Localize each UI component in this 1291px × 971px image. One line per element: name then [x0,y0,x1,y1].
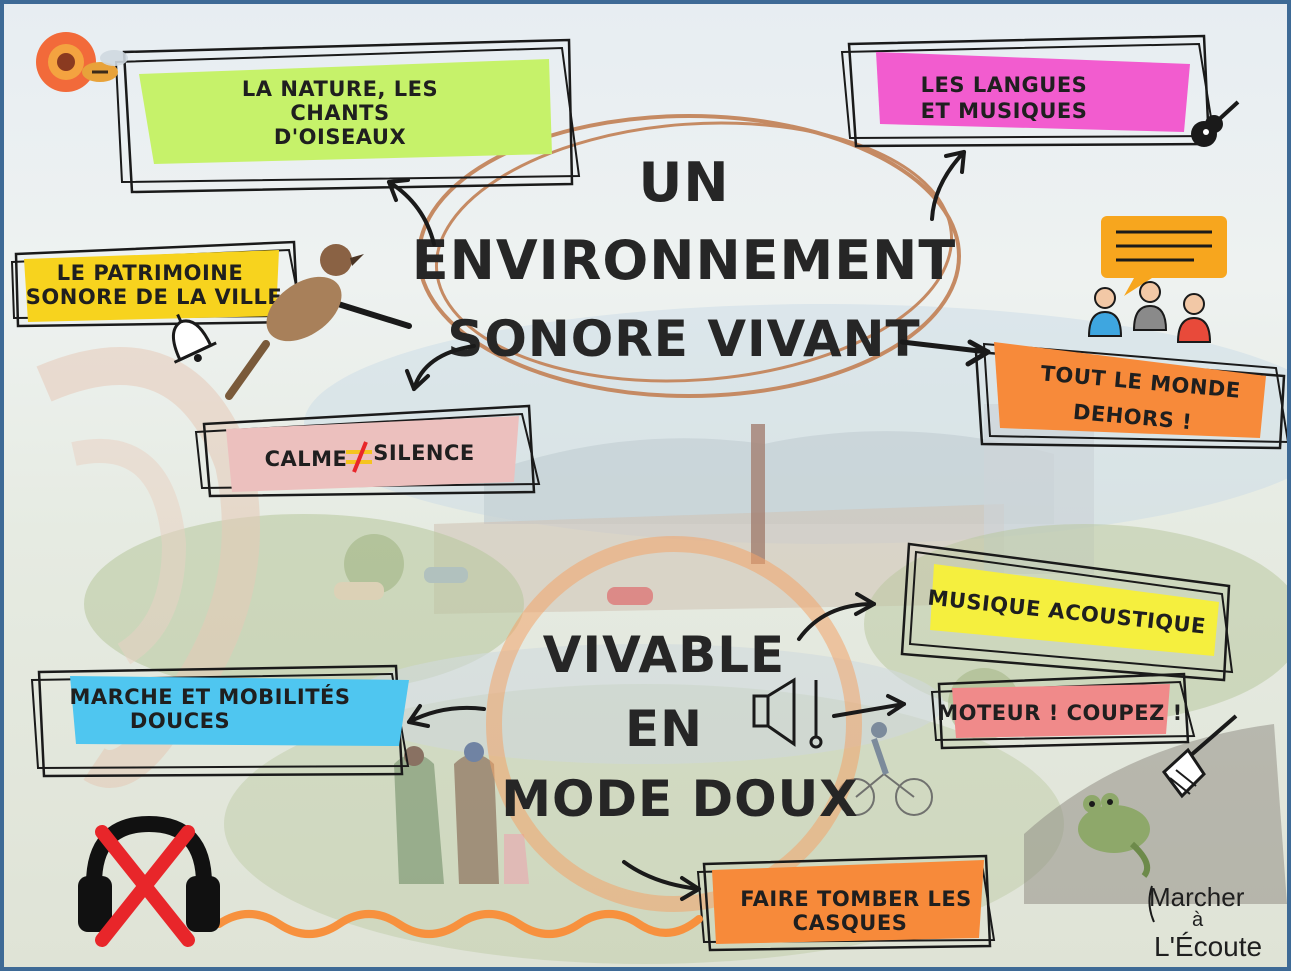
logo-line-1: Marcher [1149,882,1245,912]
headphones-crossed-icon [78,815,220,947]
node-patrimoine-line-2: SONORE DE LA VILLE [26,285,282,309]
node-nature: LA NATURE, LES CHANTS D'OISEAUX [114,38,581,194]
wavy-line [215,910,703,938]
node-langues-line-2: ET MUSIQUES [921,99,1088,123]
center-bottom-line-3: MODE DOUX [501,770,859,828]
frog-icon [1078,793,1150,878]
node-calme-word-right: SILENCE [373,441,475,465]
node-moteur-line-1: MOTEUR ! COUPEZ ! [937,701,1183,725]
node-marche-line-2: DOUCES [130,709,230,733]
node-casques: FAIRE TOMBER LES CASQUES [696,854,996,952]
node-casques-line-1: FAIRE TOMBER LES [740,887,972,911]
speech-bubble-icon [1101,216,1227,296]
logo-line-3: L'Écoute [1154,931,1262,962]
node-nature-line-1: LA NATURE, LES [242,77,438,101]
center-top-group: UN ENVIRONNEMENT SONORE VIVANT [412,114,961,398]
node-nature-line-2: CHANTS [290,101,389,125]
node-marche: MARCHE ET MOBILITÉS DOUCES [30,664,410,778]
arrows [303,150,991,901]
bell-icon [171,313,217,364]
node-nature-fill [139,59,552,164]
center-bottom-line-2: EN [625,700,703,758]
not-equal-sign [346,441,372,473]
node-nature-line-3: D'OISEAUX [274,125,406,149]
sparrow-icon [225,244,364,400]
node-casques-line-2: CASQUES [793,911,908,935]
node-marche-line-1: MARCHE ET MOBILITÉS [69,684,350,709]
node-patrimoine: LE PATRIMOINE SONORE DE LA VILLE [10,240,304,328]
center-top-line-3: SONORE VIVANT [447,310,920,368]
logo-line-2: à [1192,909,1204,931]
center-top-line-1: UN [638,151,729,214]
node-tout-le-monde: TOUT LE MONDE DEHORS ! [974,342,1287,450]
node-calme: CALME SILENCE [194,404,541,498]
bee-flower-icon [36,32,128,92]
node-langues: LES LANGUES ET MUSIQUES [840,34,1216,148]
people-icon [1087,281,1212,343]
broom-icon [1161,714,1238,799]
center-top-line-2: ENVIRONNEMENT [412,229,956,292]
node-moteur: MOTEUR ! COUPEZ ! [930,672,1196,750]
center-bottom-group: VIVABLE EN MODE DOUX [486,536,862,912]
logo-marcher-a-lecoute: Marcher à L'Écoute [1148,882,1262,962]
node-langues-line-1: LES LANGUES [921,73,1088,97]
guitar-icon [1191,100,1240,147]
node-calme-word-left: CALME [265,447,348,471]
node-patrimoine-line-1: LE PATRIMOINE [57,261,243,285]
speaker-volume-icon [752,677,823,749]
node-musique: MUSIQUE ACOUSTIQUE [900,542,1234,682]
center-bottom-line-1: VIVABLE [543,626,785,684]
